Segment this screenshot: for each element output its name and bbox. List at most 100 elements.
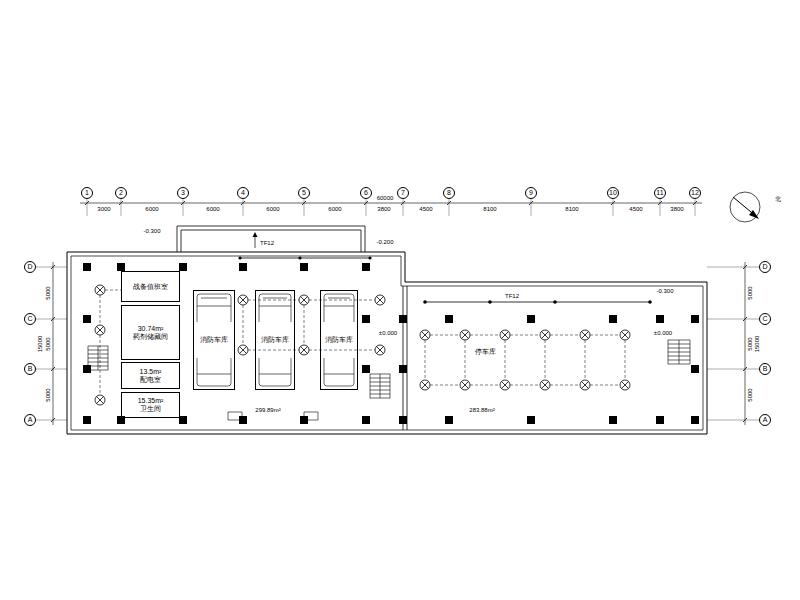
room-label: 15.35m² — [137, 397, 165, 405]
room-label: 停车库 — [474, 348, 497, 356]
dimension: 4500 — [418, 206, 433, 213]
room-label: 药剂储藏间 — [132, 333, 169, 341]
dimension-line — [80, 203, 702, 204]
room-box: 战备值班室 — [121, 271, 180, 302]
axis-number: 9 — [528, 189, 534, 197]
canopy — [177, 226, 365, 252]
axis-number: 8 — [446, 189, 452, 197]
stair — [88, 346, 108, 370]
elevation: -0.300 — [655, 288, 674, 295]
axis-bubble: 3 — [177, 187, 189, 199]
axis-number: C — [26, 315, 33, 323]
room-label: 13.5m² — [139, 368, 163, 376]
dimension: 5000 — [45, 387, 52, 402]
axis-number: 12 — [690, 189, 700, 197]
axis-number: 5 — [301, 189, 307, 197]
columns — [83, 263, 699, 424]
dimension-ticks — [85, 201, 697, 205]
total-dimension: 15000 — [754, 335, 761, 354]
dimension: 3800 — [669, 206, 684, 213]
grid-extension — [707, 267, 759, 420]
grid-extension — [87, 199, 695, 216]
dimension: 6000 — [144, 206, 159, 213]
axis-number: 3 — [180, 189, 186, 197]
axis-bubble: 9 — [525, 187, 537, 199]
room-label: 30.74m² — [137, 325, 165, 333]
axis-number: 4 — [240, 189, 246, 197]
wiring — [425, 335, 625, 385]
outer-wall-inner — [71, 256, 703, 430]
axis-bubble: B — [759, 363, 771, 375]
axis-number: 6 — [363, 189, 369, 197]
dimension: 8100 — [564, 206, 579, 213]
axis-bubble: A — [24, 414, 36, 426]
riser-arrow — [255, 236, 256, 248]
axis-number: 10 — [608, 189, 618, 197]
axis-number: D — [26, 263, 33, 271]
axis-bubble: 11 — [654, 187, 666, 199]
area-label: 283.88m² — [468, 407, 495, 414]
axis-number: C — [761, 315, 768, 323]
axis-bubble: 2 — [115, 187, 127, 199]
dimension-line — [53, 262, 54, 425]
axis-bubble: 1 — [81, 187, 93, 199]
room-label: 战备值班室 — [132, 283, 169, 291]
partition-wall — [403, 286, 407, 430]
axis-number: 7 — [400, 189, 406, 197]
axis-bubble: 7 — [397, 187, 409, 199]
axis-number: 1 — [84, 189, 90, 197]
axis-number: B — [27, 365, 34, 373]
dimension: 3000 — [96, 206, 111, 213]
room-box: 13.5m²配电室 — [121, 362, 180, 389]
stair — [668, 340, 690, 364]
dimension: 5000 — [747, 285, 754, 300]
axis-number: 11 — [655, 189, 664, 197]
axis-bubble: 5 — [298, 187, 310, 199]
axis-bubble: 4 — [237, 187, 249, 199]
elevation: -0.300 — [142, 228, 161, 235]
dimension-ticks — [51, 265, 55, 422]
north-arrowhead — [749, 210, 759, 219]
room-box: 15.35m²卫生间 — [121, 392, 180, 418]
light-fixtures — [95, 285, 630, 405]
axis-bubble: B — [24, 363, 36, 375]
north-circle — [730, 192, 760, 222]
area-label: 299.89m² — [254, 407, 281, 414]
axis-number: A — [762, 416, 769, 424]
grid-extension — [36, 267, 67, 420]
riser-arrowhead — [253, 232, 258, 237]
elevation: -0.200 — [375, 239, 394, 246]
dimension: 5000 — [45, 336, 52, 351]
axis-bubble: A — [759, 414, 771, 426]
axis-bubble: 8 — [443, 187, 455, 199]
wiring — [100, 290, 375, 395]
axis-bubble: 6 — [360, 187, 372, 199]
north-label: 北 — [774, 196, 782, 203]
axis-number: 2 — [118, 189, 124, 197]
total-dimension: 60000 — [376, 195, 395, 202]
dimension: 6000 — [205, 206, 220, 213]
outer-wall — [67, 252, 707, 434]
axis-bubble: 10 — [607, 187, 619, 199]
dimension: 5000 — [747, 387, 754, 402]
axis-number: D — [761, 263, 768, 271]
dimension-line — [745, 262, 746, 425]
dimension: 6000 — [327, 206, 342, 213]
room-label: 消防车库 — [260, 336, 290, 344]
dimension: 5000 — [747, 336, 754, 351]
vehicle-bay: 消防车库 — [193, 290, 235, 390]
axis-bubble: D — [759, 261, 771, 273]
dimension: 8100 — [482, 206, 497, 213]
axis-number: A — [27, 416, 34, 424]
elevation: ±0.000 — [378, 330, 398, 337]
dimension: 5000 — [45, 285, 52, 300]
vehicle-bay: 消防车库 — [320, 290, 358, 390]
vehicle-bay: 消防车库 — [255, 290, 295, 390]
axis-bubble: 12 — [689, 187, 701, 199]
axis-number: B — [762, 365, 769, 373]
room-label: 消防车库 — [199, 336, 229, 344]
